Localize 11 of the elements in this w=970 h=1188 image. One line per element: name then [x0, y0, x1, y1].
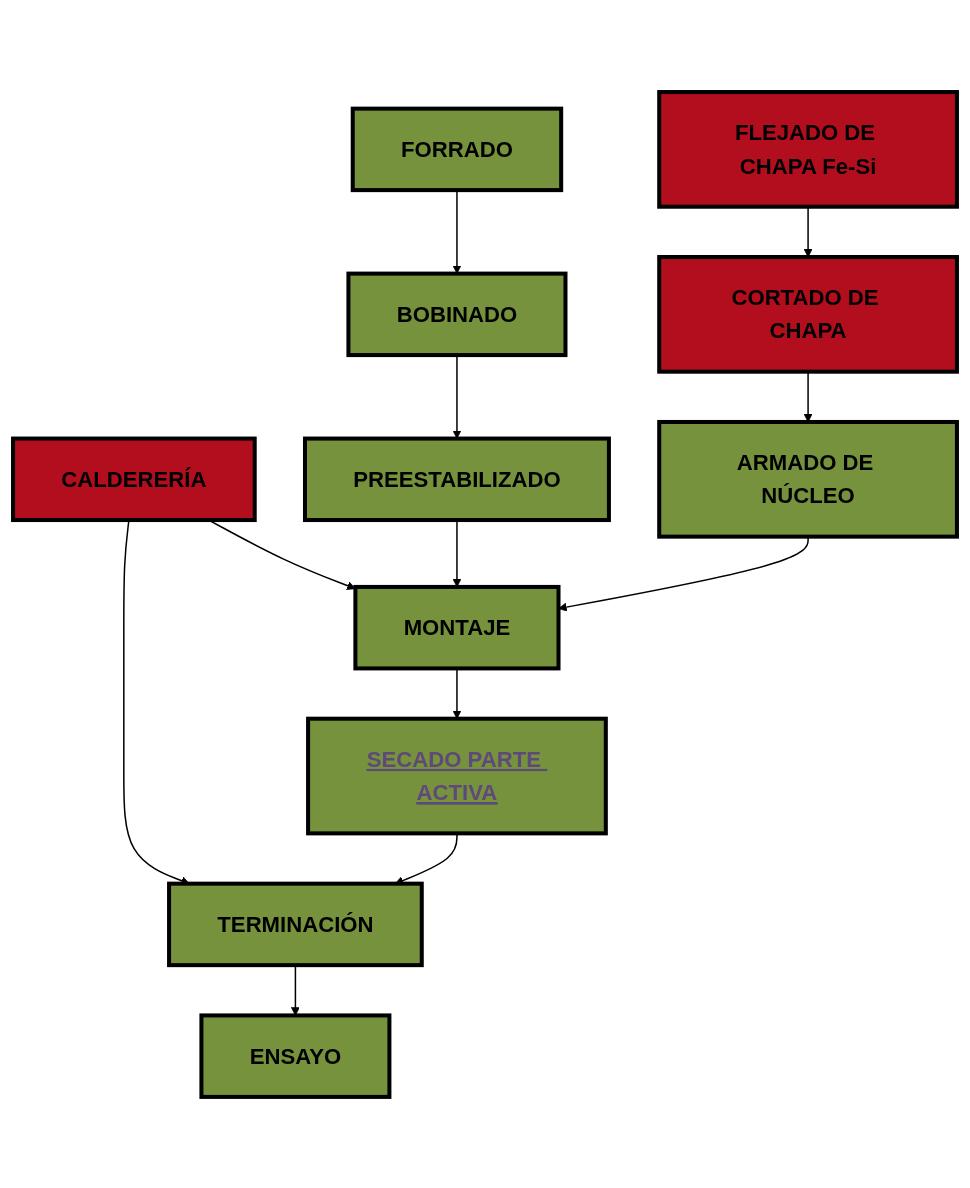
node-box: ENSAYO: [199, 1012, 392, 1099]
node-box: MONTAJE: [353, 584, 561, 670]
node-box: FORRADO: [350, 106, 564, 192]
node-box: SECADO PARTE ACTIVA: [306, 716, 608, 835]
node-box: TERMINACIÓN: [167, 881, 424, 967]
node-box: PREESTABILIZADO: [303, 436, 611, 522]
node-box: CORTADO DE CHAPA: [657, 254, 959, 374]
node-box: CALDERERÍA: [11, 436, 257, 522]
node-box: BOBINADO: [346, 271, 568, 357]
node-box: FLEJADO DE CHAPA Fe-Si: [657, 89, 959, 209]
node-box: ARMADO DE NÚCLEO: [657, 419, 959, 539]
